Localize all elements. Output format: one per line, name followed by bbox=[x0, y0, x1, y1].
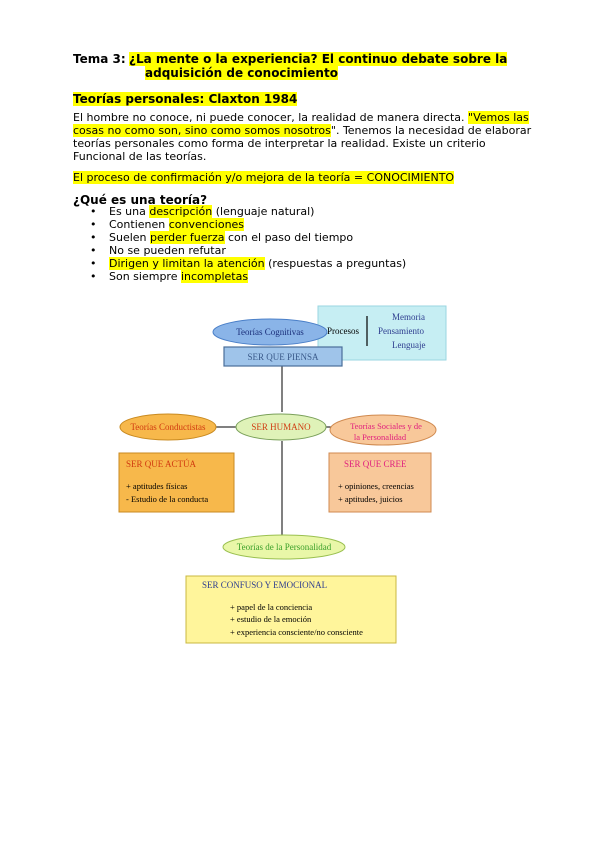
processes-label: Procesos bbox=[327, 326, 359, 336]
behavioral-ellipse bbox=[119, 413, 217, 441]
section-heading: Teorías personales: Claxton 1984 bbox=[73, 92, 298, 106]
memory-label: Memoria bbox=[392, 312, 425, 322]
language-label: Lenguaje bbox=[392, 340, 425, 350]
human-ellipse bbox=[235, 413, 327, 441]
topic-label: Tema 3: bbox=[73, 52, 126, 66]
behavioral-label: Teorías Conductistas bbox=[130, 422, 206, 432]
item-highlight: perder fuerza bbox=[150, 231, 225, 244]
title-line-2: adquisición de conocimiento bbox=[145, 66, 338, 80]
list-item: Es una descripción (lenguaje natural) bbox=[90, 205, 406, 218]
believes-item-1: + opiniones, creencias bbox=[338, 481, 414, 491]
acts-label: SER QUE ACTÚA bbox=[126, 459, 197, 469]
believes-label: SER QUE CREE bbox=[344, 459, 407, 469]
acts-box bbox=[118, 452, 235, 513]
list-item: Dirigen y limitan la atención (respuesta… bbox=[90, 257, 406, 270]
item-pre: Es una bbox=[109, 205, 150, 218]
item-pre: Suelen bbox=[109, 231, 151, 244]
title-line-1: ¿La mente o la experiencia? El continuo … bbox=[129, 52, 508, 66]
list-item: Son siempre incompletas bbox=[90, 270, 406, 283]
thinks-label: SER QUE PIENSA bbox=[247, 352, 319, 362]
cognitive-ellipse bbox=[212, 318, 328, 346]
human-label: SER HUMANO bbox=[251, 422, 311, 432]
para-text-a: El hombre no conoce, ni puede conocer, l… bbox=[73, 111, 469, 124]
thinks-box bbox=[223, 346, 343, 367]
list-item: Suelen perder fuerza con el paso del tie… bbox=[90, 231, 406, 244]
social-ellipse bbox=[329, 414, 437, 446]
item-post: (respuestas a preguntas) bbox=[264, 257, 407, 270]
believes-item-2: + aptitudes, juicios bbox=[338, 494, 403, 504]
item-pre: Son siempre bbox=[109, 270, 181, 283]
confused-item-2: + estudio de la emoción bbox=[230, 614, 312, 624]
item-highlight: convenciones bbox=[168, 218, 245, 231]
confirmation-text: El proceso de confirmación y/o mejora de… bbox=[73, 171, 455, 184]
para-text-b: ". Tenemos la necesidad de elaborar teor… bbox=[73, 124, 532, 163]
item-post: (lenguaje natural) bbox=[212, 205, 315, 218]
item-highlight: incompletas bbox=[180, 270, 249, 283]
list-item: No se pueden refutar bbox=[90, 244, 406, 257]
cognitive-label: Teorías Cognitivas bbox=[236, 327, 304, 337]
item-highlight: Dirigen y limitan la atención bbox=[109, 257, 265, 270]
acts-item-2: - Estudio de la conducta bbox=[126, 494, 208, 504]
social-label-2: la Personalidad bbox=[354, 432, 407, 442]
confirmation-line: El proceso de confirmación y/o mejora de… bbox=[73, 171, 455, 184]
intro-paragraph: El hombre no conoce, ni puede conocer, l… bbox=[73, 111, 538, 163]
thought-label: Pensamiento bbox=[378, 326, 424, 336]
item-pre: No se pueden refutar bbox=[109, 244, 226, 257]
page-title: Tema 3:¿La mente o la experiencia? El co… bbox=[73, 52, 513, 80]
personality-label: Teorías de la Personalidad bbox=[237, 542, 332, 552]
believes-box bbox=[328, 452, 432, 513]
question-heading: ¿Qué es una teoría? bbox=[73, 193, 208, 207]
confused-box bbox=[185, 575, 397, 644]
theory-list: Es una descripción (lenguaje natural) Co… bbox=[90, 205, 406, 283]
confused-item-1: + papel de la conciencia bbox=[230, 602, 312, 612]
personality-ellipse bbox=[222, 534, 346, 560]
confused-item-3: + experiencia consciente/no consciente bbox=[230, 627, 363, 637]
section-heading-text: Teorías personales: Claxton 1984 bbox=[73, 92, 298, 106]
confused-label: SER CONFUSO Y EMOCIONAL bbox=[202, 580, 327, 590]
list-item: Contienen convenciones bbox=[90, 218, 406, 231]
item-pre: Contienen bbox=[109, 218, 169, 231]
social-label-1: Teorías Sociales y de bbox=[350, 421, 422, 431]
item-post: con el paso del tiempo bbox=[224, 231, 354, 244]
acts-item-1: + aptitudes físicas bbox=[126, 481, 187, 491]
item-highlight: descripción bbox=[149, 205, 213, 218]
